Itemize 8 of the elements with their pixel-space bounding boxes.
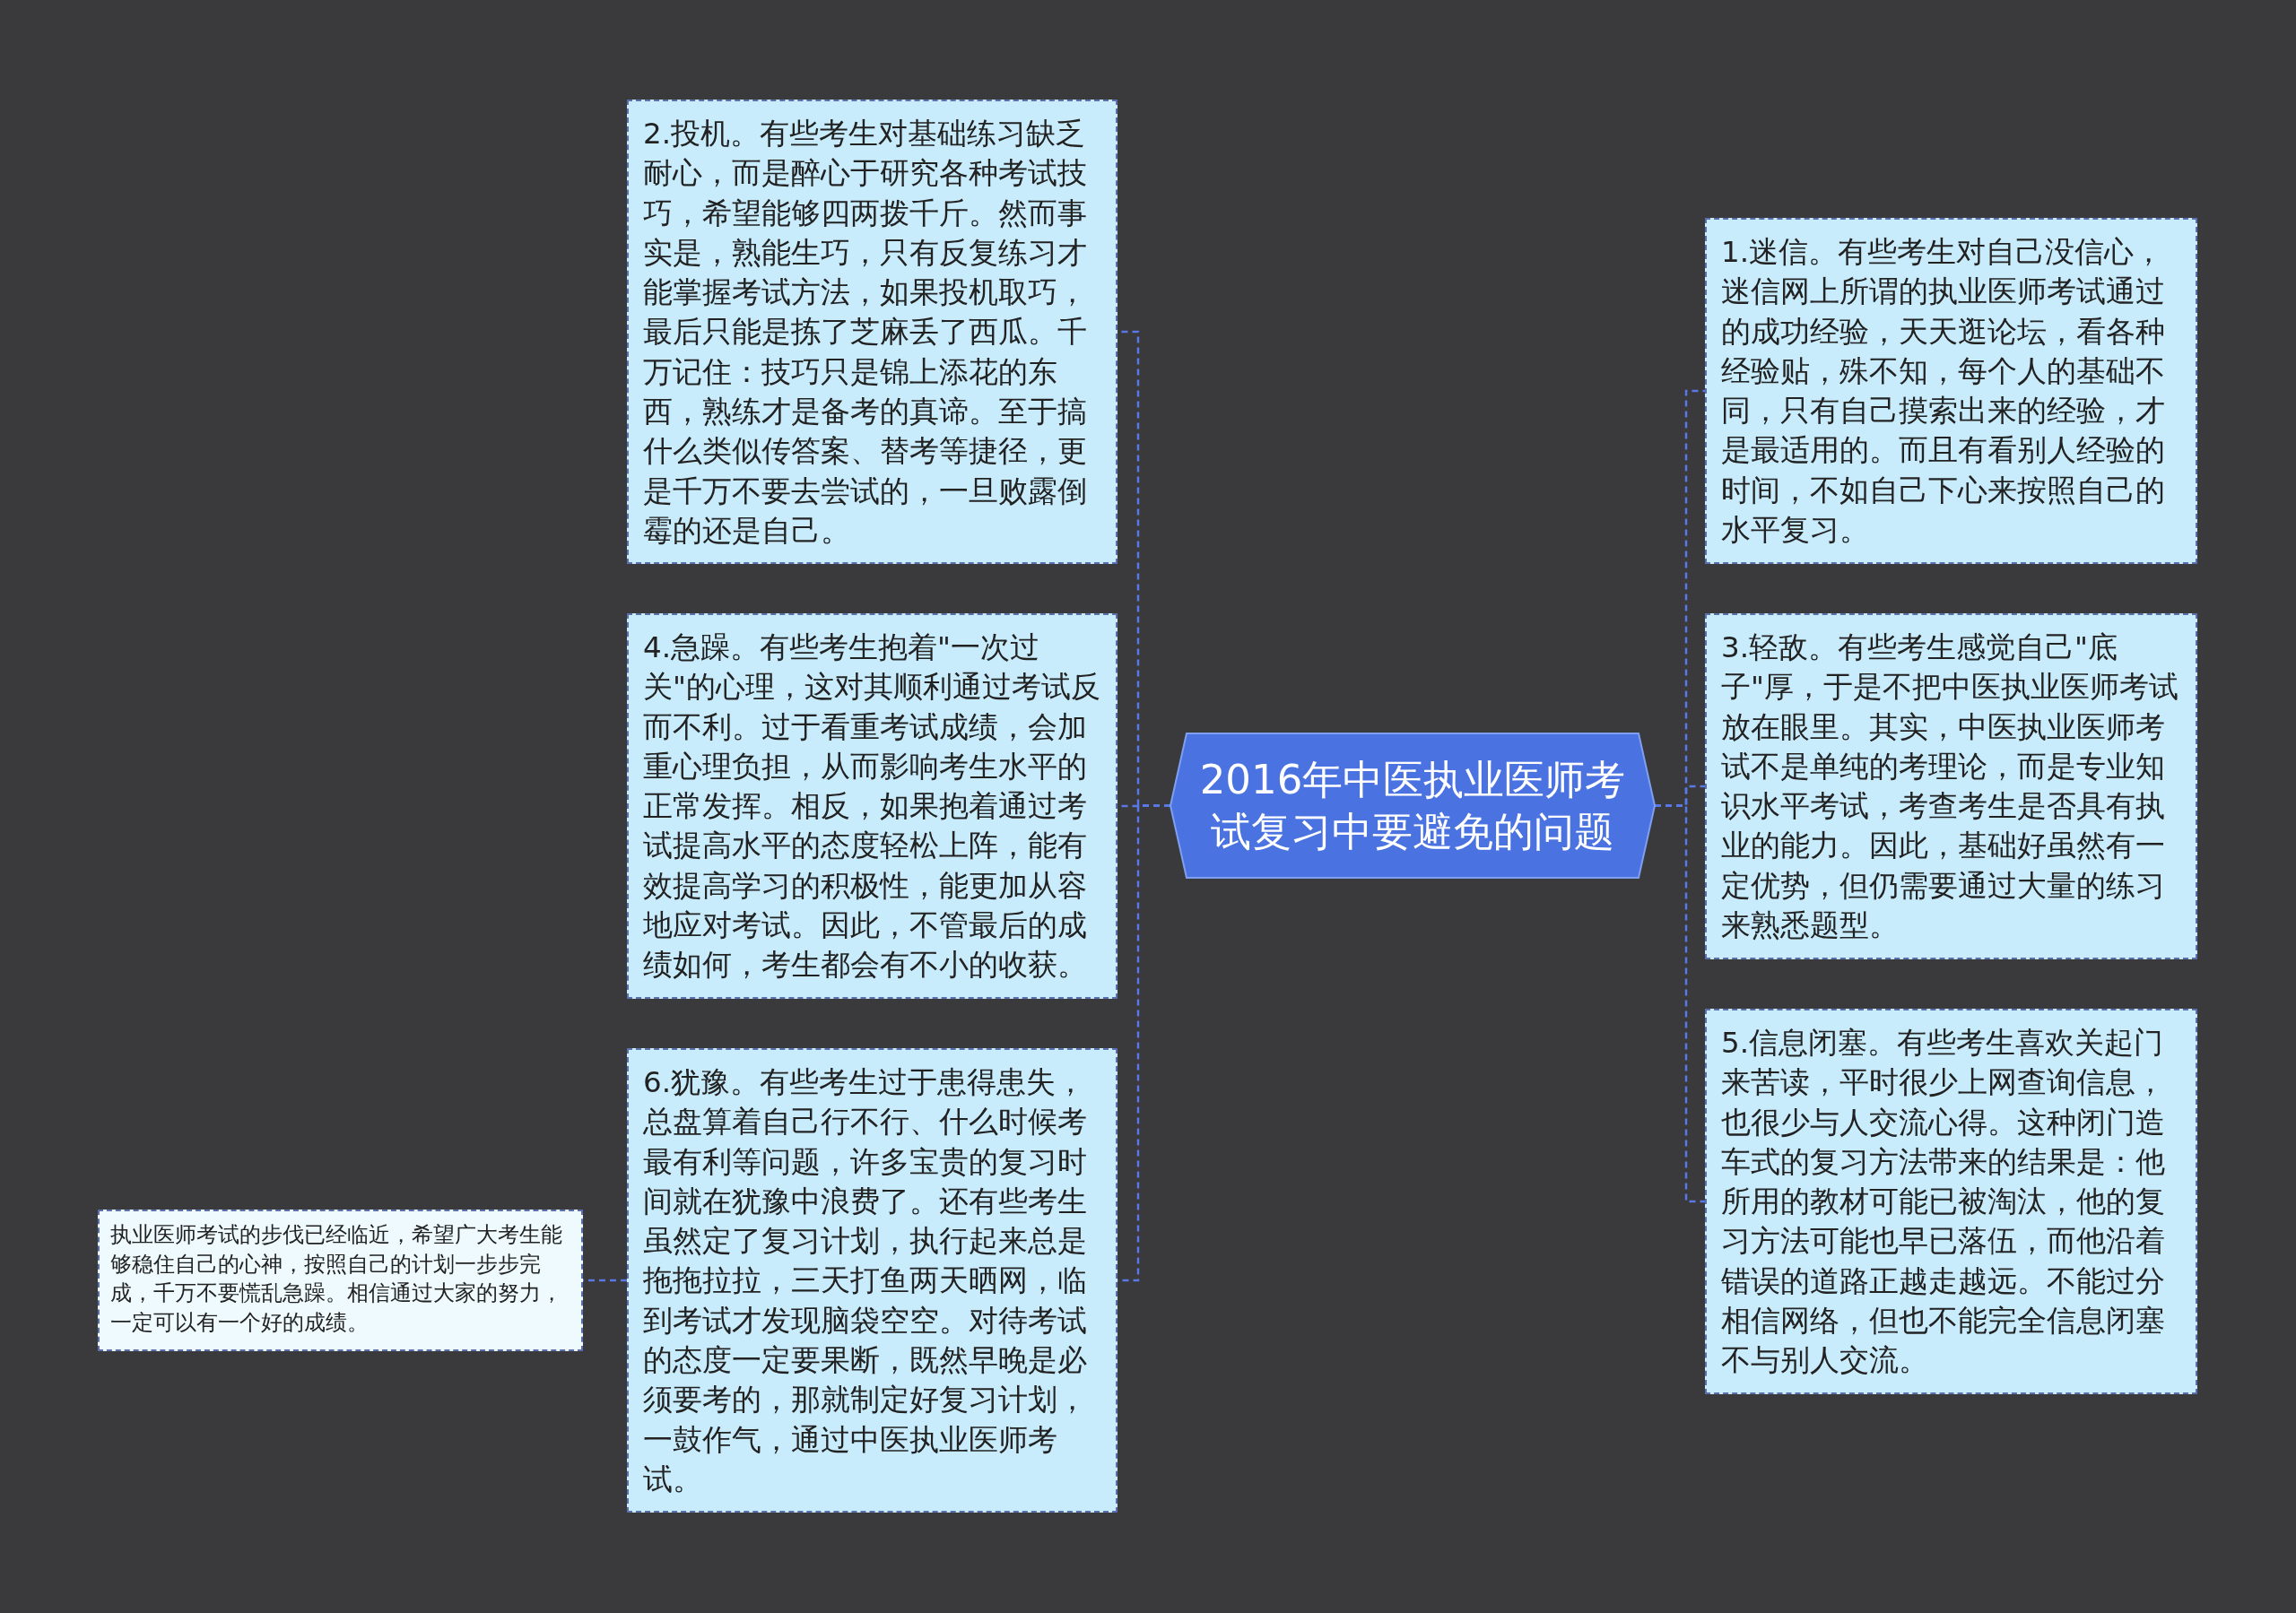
connector-line	[1655, 804, 1705, 1203]
text-box: 2.投机。有些考生对基础练习缺乏耐心，而是醉心于研究各种考试技巧，希望能够四两拨千斤。然而事实是，熟能生巧，只有反复练习才能掌握考试方法，如果投机取巧，最后只能是拣了芝麻丢了西瓜。千万记住：技巧只是锦上添花的东西，熟练才是备考的真谛。至于搞什么类似传答案、替考等捷径，更是千万不要去尝试的，一旦败露倒霉的还是自己。	[627, 100, 1118, 564]
text-box: 5.信息闭塞。有些考生喜欢关起门来苦读，平时很少上网查询信息，也很少与人交流心得。这种闭门造车式的复习方法带来的结果是：他所用的教材可能已被淘汰，他的复习方法可能也早已落伍，而他沿着错误的道路正越走越远。不能过分相信网络，但也不能完全信息闭塞不与别人交流。	[1705, 1009, 2197, 1394]
text-box: 1.迷信。有些考生对自己没信心，迷信网上所谓的执业医师考试通过的成功经验，天天逛论坛，看各种经验贴，殊不知，每个人的基础不同，只有自己摸索出来的经验，才是最适用的。而且有看别人经验的时间，不如自己下心来按照自己的水平复习。	[1705, 218, 2197, 564]
text-box: 6.犹豫。有些考生过于患得患失，总盘算着自己行不行、什么时候考最有利等问题，许多宝贵的复习时间就在犹豫中浪费了。还有些考生虽然定了复习计划，执行起来总是拖拖拉拉，三天打鱼两天晒网，临到考试才发现脑袋空空。对待考试的态度一定要果断，既然早晚是必须要考的，那就制定好复习计划，一鼓作气，通过中医执业医师考试。	[627, 1048, 1118, 1513]
text-box: 3.轻敌。有些考生感觉自己"底子"厚，于是不把中医执业医师考试放在眼里。其实，中医执业医师考试不是单纯的考理论，而是专业知识水平考试，考查考生是否具有执业的能力。因此，基础好虽然有一定优势，但仍需要通过大量的练习来熟悉题型。	[1705, 613, 2197, 959]
note-box: 执业医师考试的步伐已经临近，希望广大考生能够稳住自己的心神，按照自己的计划一步步完成，千万不要慌乱急躁。相信通过大家的努力，一定可以有一个好的成绩。	[98, 1210, 583, 1351]
text-box: 4.急躁。有些考生抱着"一次过关"的心理，这对其顺利通过考试反而不利。过于看重考试成绩，会加重心理负担，从而影响考生水平的正常发挥。相反，如果抱着通过考试提高水平的态度轻松上阵，能有效提高学习的积极性，能更加从容地应对考试。因此，不管最后的成绩如何，考生都会有不小的收获。	[627, 613, 1118, 999]
